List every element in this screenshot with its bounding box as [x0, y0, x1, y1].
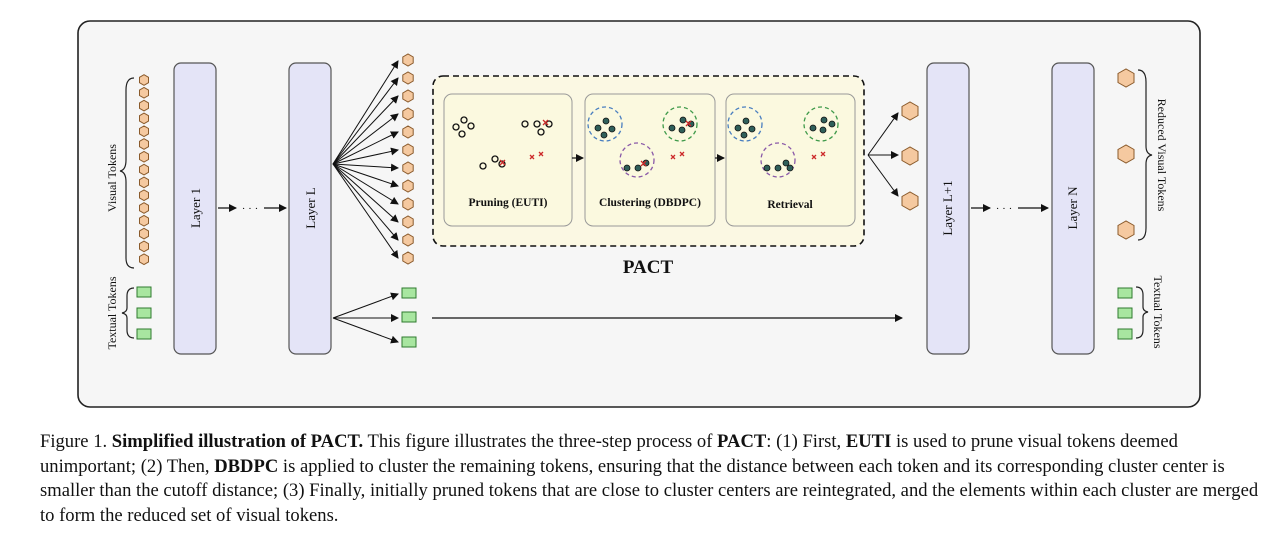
layer-l-block	[288, 62, 332, 355]
pruning-step-label: Pruning (EUTI)	[469, 197, 548, 209]
caption-bold: PACT	[717, 431, 767, 452]
visual-token	[402, 89, 414, 103]
layer-l1-label: Layer L+1	[940, 180, 955, 235]
visual-token	[139, 253, 149, 266]
visual-token	[139, 214, 149, 227]
layer-1-block	[173, 62, 217, 355]
textual-token	[136, 286, 152, 298]
visual-token	[901, 191, 919, 211]
reduced-fanout-arrows	[867, 112, 899, 197]
layer-l1-block	[926, 62, 970, 355]
pruning-points	[452, 116, 553, 170]
visual-token	[139, 86, 149, 99]
visual-fanout-arrows	[332, 60, 399, 259]
output-textual-tokens	[1117, 287, 1133, 340]
caption-text: is used to prune visual tokens deemed un…	[40, 431, 1178, 477]
layer-1-label: Layer 1	[188, 188, 203, 228]
clustering-clusters	[587, 106, 698, 178]
caption-title: Simplified illustration of PACT.	[111, 431, 364, 452]
intermediate-textual-tokens	[401, 287, 417, 348]
layer-n-block	[1051, 62, 1095, 355]
textual-tokens-label-right: Textual Tokens	[1151, 275, 1165, 348]
textual-token	[136, 307, 152, 319]
intermediate-visual-tokens	[402, 53, 414, 265]
visual-token	[139, 163, 149, 176]
visual-token	[402, 71, 414, 85]
visual-token	[402, 251, 414, 265]
layer-l-label: Layer L	[303, 187, 318, 229]
textual-tokens-brace-left	[121, 287, 135, 339]
visual-token	[139, 240, 149, 253]
textual-token	[1117, 328, 1133, 340]
ellipsis-left: · · ·	[242, 203, 259, 215]
visual-token	[1117, 68, 1135, 88]
visual-token	[402, 143, 414, 157]
visual-token	[901, 101, 919, 121]
retrieval-step-label: Retrieval	[767, 199, 812, 211]
visual-token	[139, 74, 149, 86]
visual-token	[402, 233, 414, 247]
visual-token	[402, 161, 414, 175]
visual-token	[402, 179, 414, 193]
visual-token	[139, 176, 149, 189]
input-visual-tokens	[139, 74, 149, 266]
caption-bold: EUTI	[845, 431, 892, 452]
figure-caption: Figure 1. Simplified illustration of PAC…	[40, 430, 1272, 528]
visual-token	[139, 227, 149, 240]
visual-tokens-label: Visual Tokens	[105, 144, 119, 212]
retrieval-clusters	[727, 106, 839, 178]
visual-token	[139, 99, 149, 112]
caption-prefix: Figure 1.	[40, 431, 112, 452]
textual-tokens-label-left: Textual Tokens	[105, 276, 119, 349]
textual-token	[136, 328, 152, 340]
visual-token	[402, 125, 414, 139]
pact-diagram: Visual Tokens Textual Tokens Layer 1 · ·…	[77, 20, 1201, 408]
textual-fanout-arrows	[332, 292, 399, 344]
visual-token	[402, 197, 414, 211]
visual-token	[139, 189, 149, 202]
textual-token	[1117, 287, 1133, 299]
visual-token	[402, 53, 414, 67]
ellipsis-right: · · ·	[996, 203, 1013, 215]
visual-token	[402, 107, 414, 121]
caption-bold: DBDPC	[214, 455, 279, 477]
reduced-visual-tokens-mid	[901, 101, 919, 211]
visual-token	[1117, 144, 1135, 164]
textual-tokens-brace-right	[1135, 286, 1149, 339]
textual-token	[401, 336, 417, 348]
visual-tokens-brace	[119, 77, 135, 269]
pact-label: PACT	[623, 257, 674, 278]
input-textual-tokens	[136, 286, 152, 340]
visual-token	[402, 215, 414, 229]
caption-text: This figure illustrates the three-step p…	[363, 431, 718, 452]
textual-token	[401, 311, 417, 323]
visual-token	[139, 202, 149, 214]
reduced-visual-tokens-label: Reduced Visual Tokens	[1155, 99, 1169, 212]
textual-token	[1117, 307, 1133, 319]
clustering-step-label: Clustering (DBDPC)	[599, 197, 701, 209]
reduced-tokens-brace	[1137, 69, 1153, 241]
layer-n-label: Layer N	[1065, 186, 1080, 230]
caption-text: : (1) First,	[766, 431, 846, 452]
caption-text: is applied to cluster the remaining toke…	[40, 455, 1259, 526]
visual-token	[139, 125, 149, 138]
pruned-marks	[499, 119, 549, 166]
pruning-step-box	[443, 93, 573, 227]
visual-token	[1117, 220, 1135, 240]
visual-token	[139, 150, 149, 163]
textual-token	[401, 287, 417, 299]
visual-token	[901, 146, 919, 166]
visual-token	[139, 112, 149, 125]
visual-token	[139, 138, 149, 150]
output-visual-tokens	[1117, 68, 1135, 240]
